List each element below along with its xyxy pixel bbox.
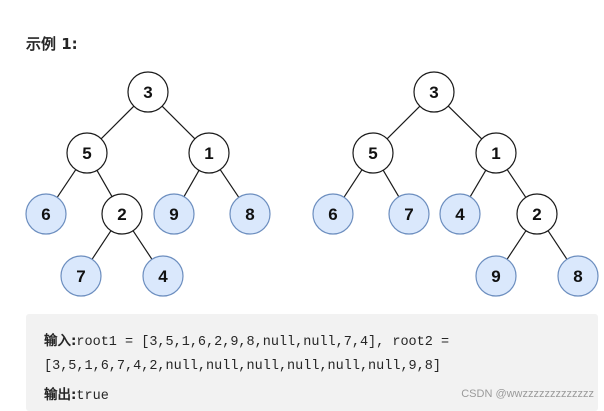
node-label: 7 bbox=[76, 267, 85, 286]
tree-edge bbox=[91, 230, 112, 260]
inner-node-circle bbox=[101, 193, 143, 235]
leaf-node-circle bbox=[25, 193, 67, 235]
tree-node: 5 bbox=[66, 132, 108, 174]
example-code-block: 输入:root1 = [3,5,1,6,2,9,8,null,null,7,4]… bbox=[26, 314, 598, 411]
tree-edge bbox=[547, 230, 568, 260]
tree-edge bbox=[386, 105, 421, 140]
node-label: 5 bbox=[368, 144, 377, 163]
tree-node: 4 bbox=[439, 193, 481, 235]
tree-node: 3 bbox=[413, 71, 455, 113]
tree-edge bbox=[469, 169, 487, 198]
node-label: 2 bbox=[117, 205, 126, 224]
node-label: 9 bbox=[169, 205, 178, 224]
tree-edge bbox=[506, 230, 527, 260]
tree-edge bbox=[96, 170, 113, 197]
tree-node: 2 bbox=[516, 193, 558, 235]
tree-edge bbox=[447, 105, 483, 140]
node-label: 4 bbox=[455, 205, 465, 224]
tree-node: 7 bbox=[60, 255, 102, 297]
leaf-node-circle bbox=[475, 255, 517, 297]
leaf-node-circle bbox=[153, 193, 195, 235]
tree-node: 1 bbox=[475, 132, 517, 174]
tree-node: 8 bbox=[557, 255, 599, 297]
input-value-part-2: [3,5,1,6,7,4,2,null,null,null,null,null,… bbox=[44, 359, 441, 374]
tree-node: 9 bbox=[475, 255, 517, 297]
tree-diagram-canvas: 3 5 1 6 2 9 8 7 4 3 5 1 6 7 4 2 9 8 bbox=[25, 71, 599, 297]
leaf-node-circle bbox=[388, 193, 430, 235]
tree-2: 3 5 1 6 7 4 2 9 8 bbox=[312, 71, 599, 297]
node-label: 8 bbox=[573, 267, 582, 286]
node-label: 6 bbox=[328, 205, 337, 224]
inner-node-circle bbox=[475, 132, 517, 174]
leaf-node-circle bbox=[60, 255, 102, 297]
node-label: 1 bbox=[204, 144, 213, 163]
node-label: 4 bbox=[158, 267, 168, 286]
tree-node: 2 bbox=[101, 193, 143, 235]
tree-diagrams: 3 5 1 6 2 9 8 7 4 3 5 1 6 7 4 2 9 8 bbox=[25, 71, 599, 297]
node-label: 8 bbox=[245, 205, 254, 224]
inner-node-circle bbox=[66, 132, 108, 174]
inner-node-circle bbox=[516, 193, 558, 235]
example-heading: 示例 1: bbox=[26, 35, 78, 53]
node-label: 7 bbox=[404, 205, 413, 224]
leaf-node-circle bbox=[312, 193, 354, 235]
tree-node: 6 bbox=[25, 193, 67, 235]
node-label: 1 bbox=[491, 144, 500, 163]
leaf-node-circle bbox=[557, 255, 599, 297]
inner-node-circle bbox=[127, 71, 169, 113]
tree-node: 6 bbox=[312, 193, 354, 235]
inner-node-circle bbox=[352, 132, 394, 174]
watermark: CSDN @wwzzzzzzzzzzzzz bbox=[461, 388, 594, 400]
tree-edge bbox=[132, 230, 153, 260]
tree-node: 3 bbox=[127, 71, 169, 113]
node-label: 5 bbox=[82, 144, 91, 163]
leaf-node-circle bbox=[142, 255, 184, 297]
tree-node: 8 bbox=[229, 193, 271, 235]
tree-edge bbox=[183, 170, 200, 197]
tree-edge bbox=[100, 105, 135, 140]
output-line: 输出:true bbox=[44, 383, 109, 404]
tree-edge bbox=[161, 105, 196, 140]
output-label: 输出: bbox=[44, 387, 77, 403]
node-label: 2 bbox=[532, 205, 541, 224]
node-label: 3 bbox=[143, 83, 152, 102]
input-line-1: 输入:root1 = [3,5,1,6,2,9,8,null,null,7,4]… bbox=[44, 329, 449, 350]
tree-edge bbox=[219, 169, 240, 198]
node-label: 9 bbox=[491, 267, 500, 286]
node-label: 6 bbox=[41, 205, 50, 224]
node-label: 3 bbox=[429, 83, 438, 102]
tree-node: 7 bbox=[388, 193, 430, 235]
tree-edge bbox=[56, 169, 77, 198]
tree-node: 9 bbox=[153, 193, 195, 235]
tree-edge bbox=[506, 169, 527, 198]
leaf-node-circle bbox=[439, 193, 481, 235]
input-label: 输入: bbox=[44, 333, 77, 349]
input-line-2: [3,5,1,6,7,4,2,null,null,null,null,null,… bbox=[44, 357, 441, 374]
leaf-node-circle bbox=[229, 193, 271, 235]
input-value-part-1: root1 = [3,5,1,6,2,9,8,null,null,7,4], r… bbox=[76, 335, 450, 350]
tree-1: 3 5 1 6 2 9 8 7 4 bbox=[25, 71, 271, 297]
tree-node: 5 bbox=[352, 132, 394, 174]
output-value: true bbox=[76, 389, 109, 404]
tree-edge bbox=[382, 169, 400, 198]
inner-node-circle bbox=[413, 71, 455, 113]
tree-node: 1 bbox=[188, 132, 230, 174]
tree-edge bbox=[343, 169, 363, 198]
inner-node-circle bbox=[188, 132, 230, 174]
tree-node: 4 bbox=[142, 255, 184, 297]
